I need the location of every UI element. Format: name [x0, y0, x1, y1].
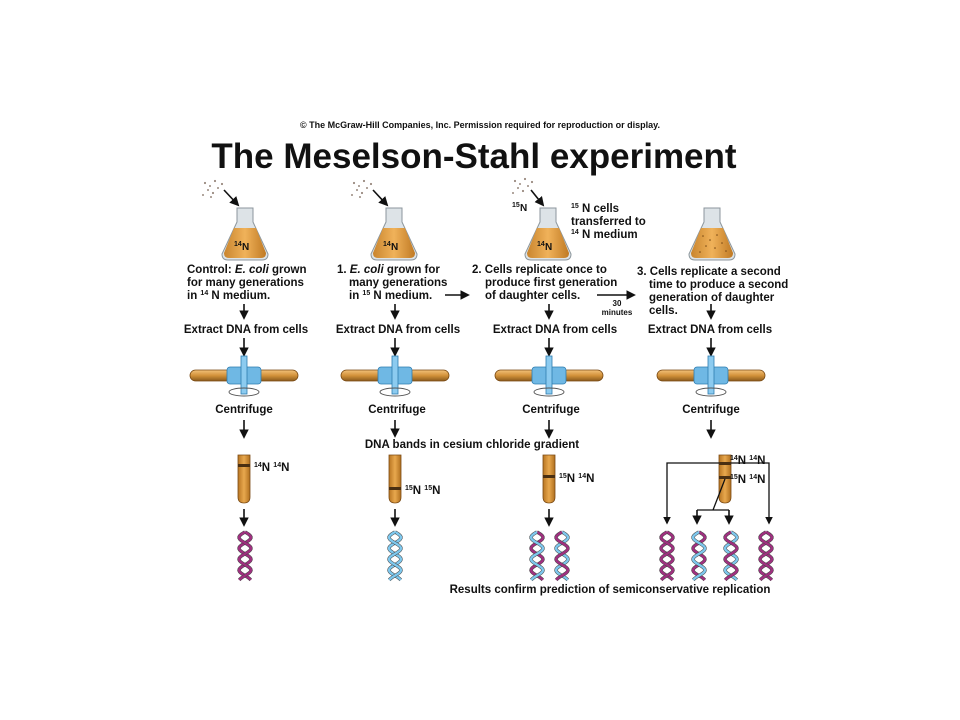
- dna-strand: [554, 530, 570, 581]
- time-value: 30: [613, 299, 622, 308]
- svg-text:1. E. coli grown for: 1. E. coli grown for: [337, 264, 440, 276]
- centrifuge-rotor-step3: [656, 355, 766, 397]
- svg-text:in 14 N medium.: in 14 N medium.: [187, 290, 270, 302]
- dna-helices: [237, 530, 774, 582]
- transfer-note: 15 N cells transferred to 14 N medium: [571, 203, 646, 241]
- dna-helix-step3-c: [723, 530, 739, 582]
- flask-step3: [688, 207, 736, 261]
- dna-strand: [691, 530, 707, 581]
- band-label-control: 14N 14N: [254, 462, 289, 474]
- svg-text:14: 14: [383, 241, 391, 248]
- svg-text:N: N: [242, 242, 249, 253]
- nutrient-particles: [512, 177, 534, 194]
- svg-text:of daughter cells.: of daughter cells.: [485, 290, 580, 302]
- svg-text:cells.: cells.: [649, 305, 678, 317]
- svg-text:2. Cells replicate once to: 2. Cells replicate once to: [472, 264, 607, 276]
- centrifuge-label-control: Centrifuge: [215, 404, 273, 416]
- tube-step1: 15N 15N: [388, 454, 440, 504]
- dna-strand: [691, 530, 707, 581]
- step-control-text: Control: E. coli grown for many generati…: [187, 264, 306, 302]
- svg-text:14: 14: [537, 241, 545, 248]
- dna-helix-step3-d: [758, 530, 774, 582]
- dna-strand: [387, 530, 403, 581]
- page-title: The Meselson-Stahl experiment: [211, 137, 736, 176]
- nutrient-particles: [202, 179, 224, 198]
- flask-medium-label: 14: [234, 241, 242, 248]
- centrifuge-rotor-step1: [340, 355, 450, 397]
- extract-label-step3: Extract DNA from cells: [648, 324, 772, 336]
- svg-text:produce first generation: produce first generation: [485, 277, 617, 289]
- extract-label-step2: Extract DNA from cells: [493, 324, 617, 336]
- dna-strand: [723, 530, 739, 581]
- dna-helix-control: [237, 530, 253, 582]
- nutrient-particles: [351, 179, 373, 198]
- tube-step2: 15N 14N: [542, 454, 594, 504]
- extract-label-step1: Extract DNA from cells: [336, 324, 460, 336]
- dna-helix-step1: [387, 530, 403, 582]
- svg-text:in 15 N medium.: in 15 N medium.: [349, 290, 432, 302]
- dna-strand: [387, 530, 403, 581]
- centrifuge-rotor-control: [189, 355, 299, 397]
- svg-text:N: N: [545, 242, 552, 253]
- band-label-step2: 15N 14N: [559, 473, 594, 485]
- dna-strand: [659, 530, 675, 581]
- gradient-label: DNA bands in cesium chloride gradient: [365, 439, 579, 451]
- dna-helix-step2-b: [554, 530, 570, 582]
- dna-strand: [237, 530, 253, 581]
- dna-strand: [758, 530, 774, 581]
- svg-text:generation of daughter: generation of daughter: [649, 292, 775, 304]
- dna-strand: [529, 530, 545, 581]
- svg-text:3. Cells replicate a second: 3. Cells replicate a second: [637, 266, 781, 278]
- dna-strand: [758, 530, 774, 581]
- dna-strand: [237, 530, 253, 581]
- dna-band-bottom: [719, 476, 731, 479]
- svg-text:for many generations: for many generations: [187, 277, 304, 289]
- centrifuge-rotor-step2: [494, 355, 604, 397]
- svg-text:many generations: many generations: [349, 277, 447, 289]
- dna-band: [238, 464, 250, 467]
- svg-text:transferred to: transferred to: [571, 216, 646, 228]
- dna-helix-step2-a: [529, 530, 545, 582]
- dna-band: [543, 475, 555, 478]
- svg-text:time to produce a second: time to produce a second: [649, 279, 788, 291]
- dna-strand: [554, 530, 570, 581]
- step-2-text: 2. Cells replicate once to produce first…: [472, 264, 617, 302]
- result-label: Results confirm prediction of semiconser…: [450, 584, 771, 596]
- copyright-notice: © The McGraw-Hill Companies, Inc. Permis…: [300, 120, 660, 130]
- dna-strand: [529, 530, 545, 581]
- time-unit: minutes: [602, 308, 633, 317]
- svg-text:N: N: [391, 242, 398, 253]
- centrifuge-label-step3: Centrifuge: [682, 404, 740, 416]
- dna-strand: [659, 530, 675, 581]
- dna-helix-step3-a: [659, 530, 675, 582]
- extract-label-control: Extract DNA from cells: [184, 324, 308, 336]
- centrifuge-label-step2: Centrifuge: [522, 404, 580, 416]
- svg-text:N: N: [520, 203, 527, 214]
- dna-helix-step3-b: [691, 530, 707, 582]
- dna-strand: [723, 530, 739, 581]
- dna-band-top: [719, 462, 731, 465]
- flask-step1: 14 N: [351, 179, 418, 261]
- centrifuge-label-step1: Centrifuge: [368, 404, 426, 416]
- band-label-step3-top: 14N 14N: [730, 455, 765, 467]
- tube-control: 14N 14N: [237, 454, 289, 504]
- dna-band: [389, 487, 401, 490]
- flask-control: 14 N: [202, 179, 269, 261]
- svg-text:14 N medium: 14 N medium: [571, 229, 638, 241]
- source-isotope-label: 15: [512, 202, 520, 209]
- band-label-step1: 15N 15N: [405, 485, 440, 497]
- svg-text:15 N cells: 15 N cells: [571, 203, 619, 215]
- branch-connectors: [663, 462, 773, 525]
- band-label-step3-bottom: 15N 14N: [730, 474, 765, 486]
- step-1-text: 1. E. coli grown for many generations in…: [337, 264, 447, 302]
- step-3-text: 3. Cells replicate a second time to prod…: [637, 266, 788, 317]
- svg-text:Control: E. coli grown: Control: E. coli grown: [187, 264, 306, 276]
- tube-step3: 14N 14N 15N 14N: [718, 454, 765, 504]
- flask-step2: 15 N 14 N: [512, 177, 572, 261]
